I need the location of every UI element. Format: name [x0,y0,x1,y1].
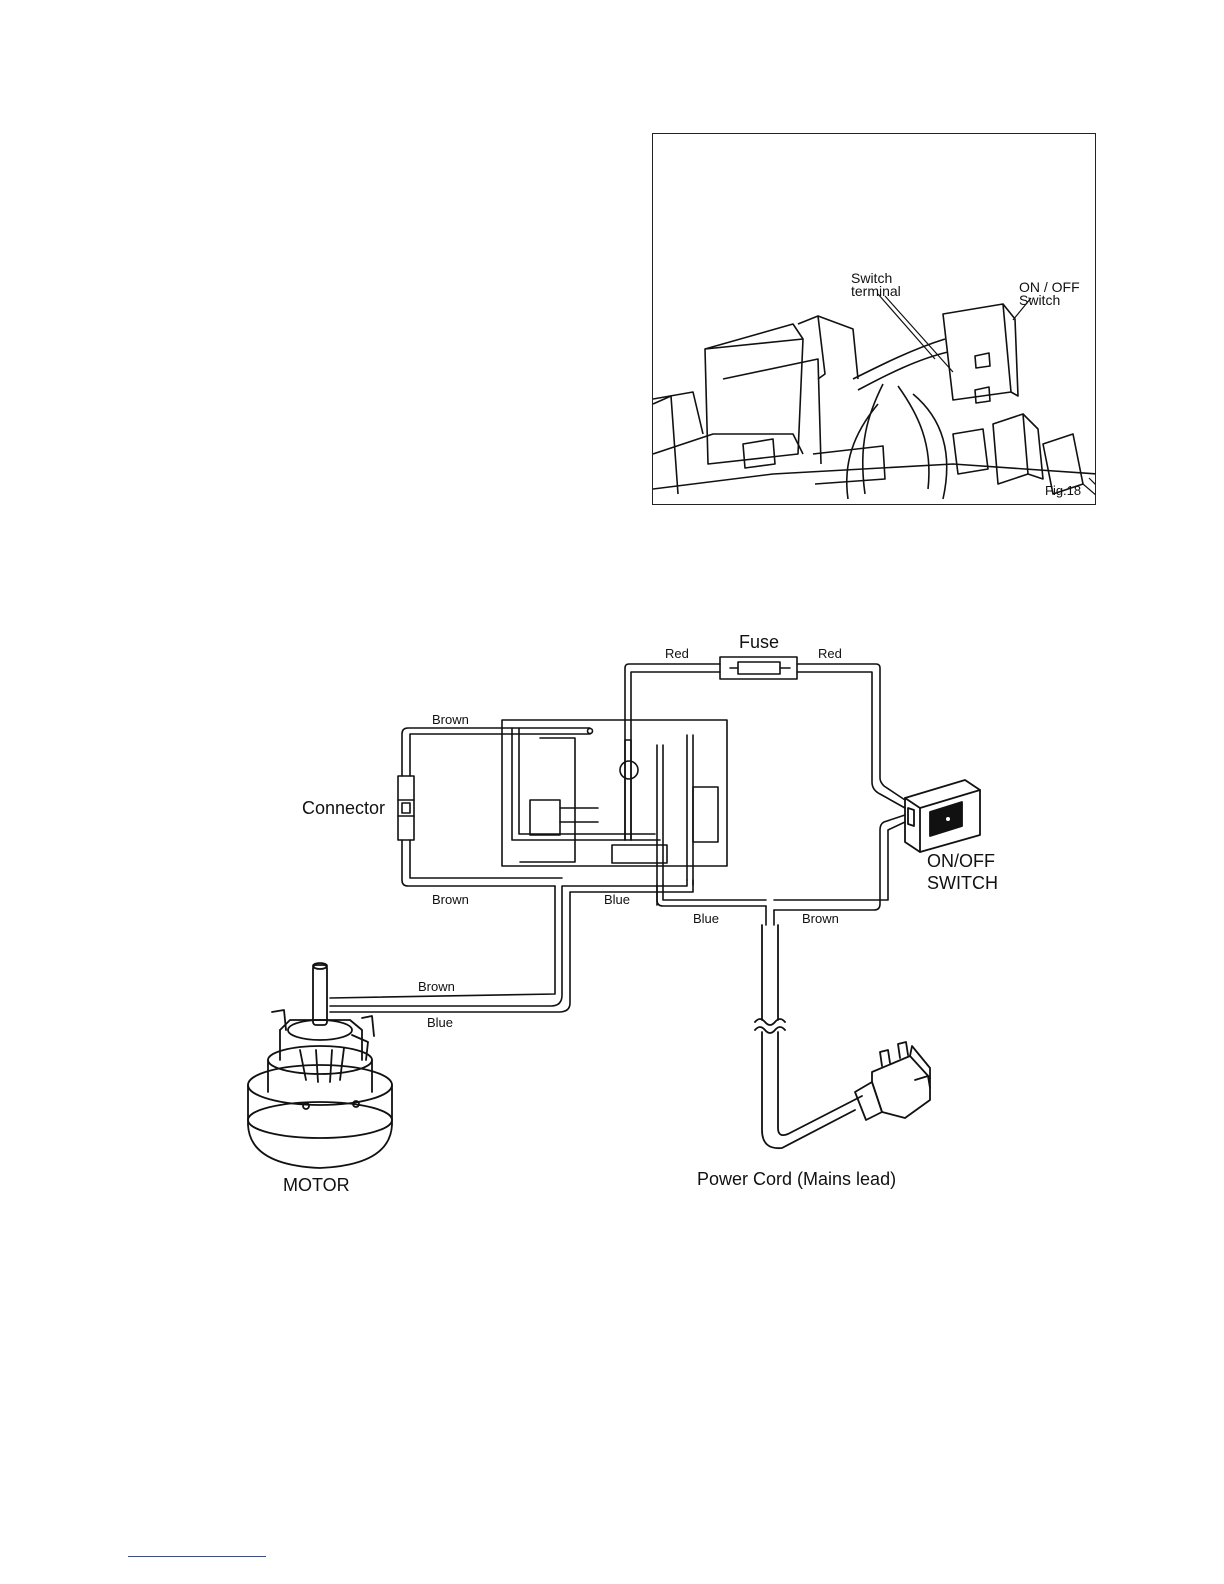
motor-icon [248,963,392,1168]
blue-wire-pcb-label: Blue [604,892,630,907]
plug-icon [855,1042,930,1120]
connector-icon [398,776,414,840]
on-off-switch-icon [905,780,980,852]
power-cord [755,925,862,1148]
brown-wire-motor-label: Brown [418,979,455,994]
blue-wire-cord-label: Blue [693,911,719,926]
red-wire-right-label: Red [818,646,842,661]
cord-wires [657,815,905,925]
red-wire [625,664,905,840]
connector-label: Connector [302,798,385,819]
brown-wire-cord-label: Brown [802,911,839,926]
on-off-switch-label-line1: ON/OFF [927,851,995,872]
on-off-switch-label-line2: SWITCH [927,873,998,894]
brown-wire-top-label: Brown [432,712,469,727]
fuse-label: Fuse [739,632,779,653]
motor-label: MOTOR [283,1175,350,1196]
brown-wire-bottom-label: Brown [432,892,469,907]
blue-wire-motor-label: Blue [427,1015,453,1030]
power-cord-label: Power Cord (Mains lead) [697,1169,896,1190]
red-wire-left-label: Red [665,646,689,661]
footer-link-underline[interactable] [128,1556,266,1557]
motor-wires [330,880,693,1012]
fuse-icon [720,657,797,679]
